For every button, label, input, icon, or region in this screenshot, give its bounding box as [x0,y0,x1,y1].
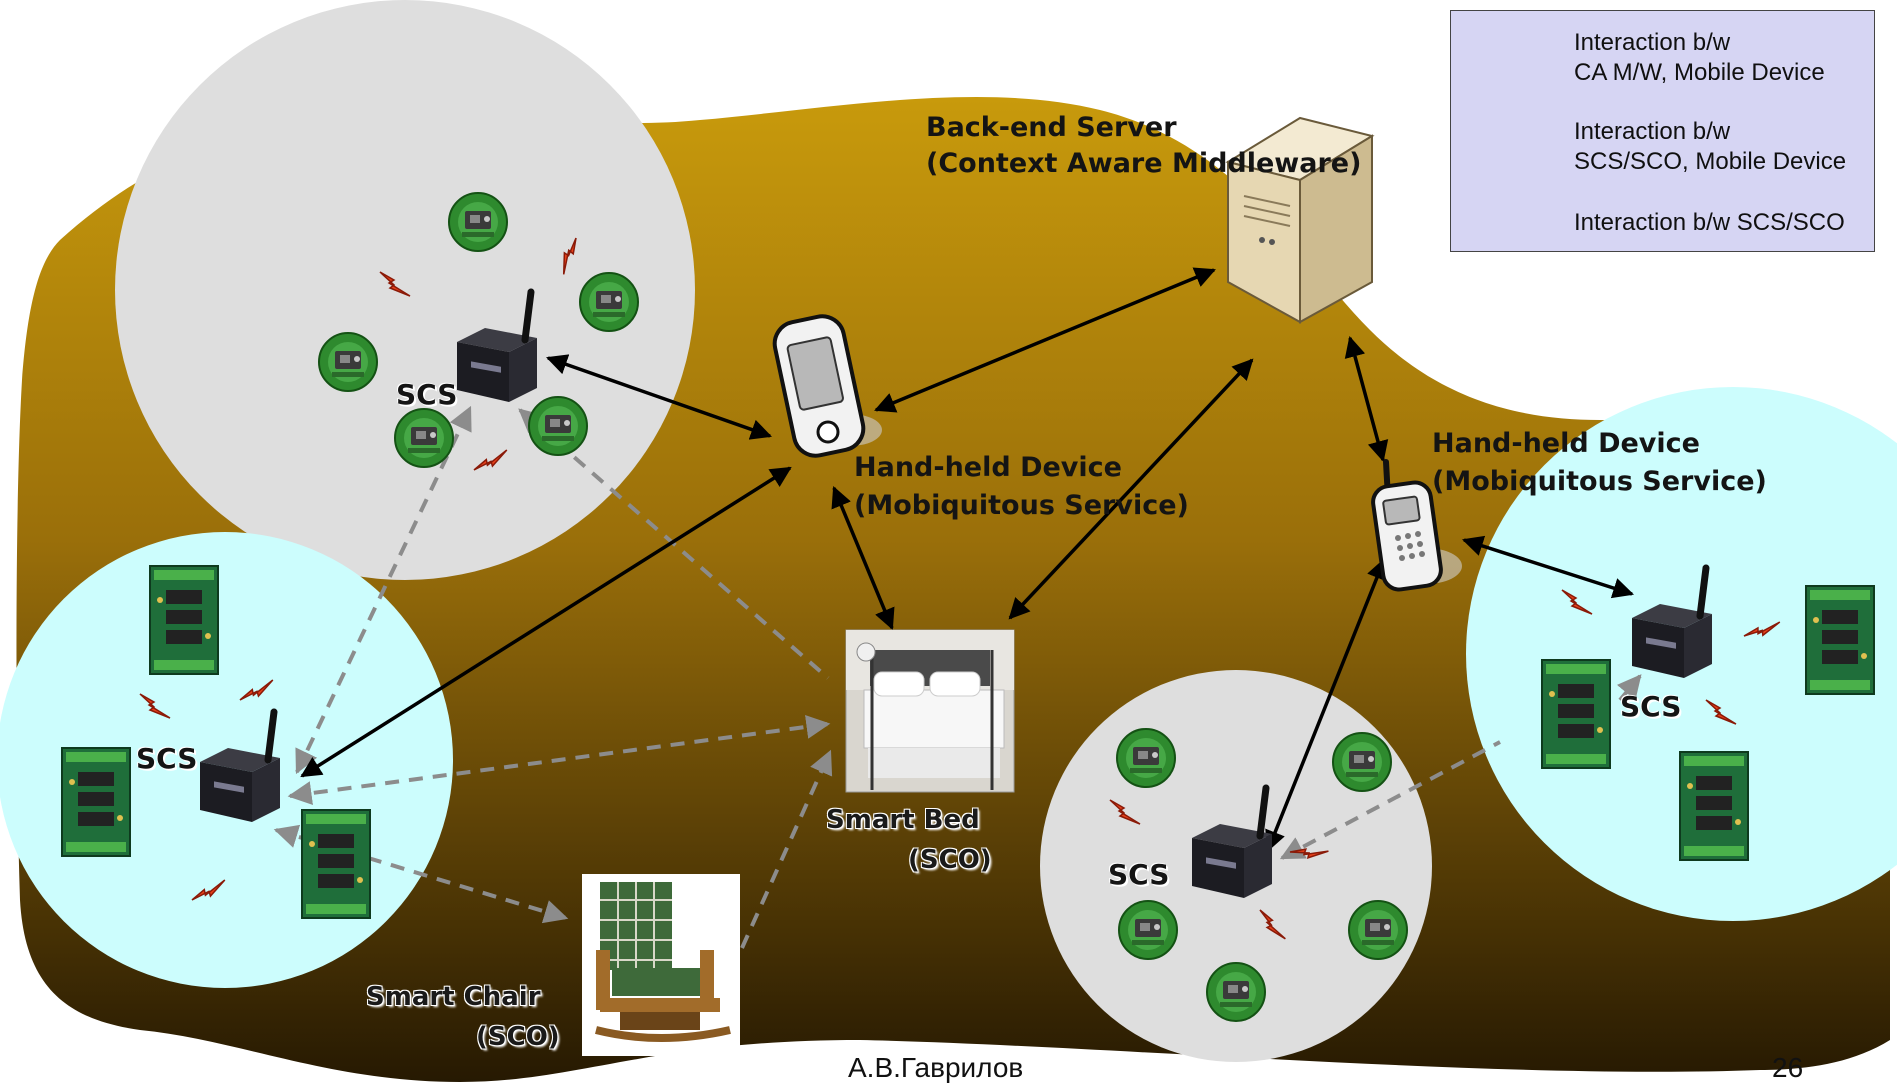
solid-arrows [300,267,1634,852]
sensor-node-icon [579,272,639,332]
chair-image [582,874,740,1056]
sensor-node-icon [394,408,454,468]
sensor-board-icon [1805,585,1875,695]
legend-item1-line2: CA M/W, Mobile Device [1574,59,1825,86]
pda-icon [772,314,882,458]
sensor-board-icon [61,747,131,857]
handheld-left-sublabel: (Mobiquitous Service) [854,490,1189,521]
sensor-node-icon [1206,962,1266,1022]
footer-page-number: 26 [1772,1052,1804,1083]
bed-image [845,629,1015,793]
mobile-phone-icon [1371,459,1462,592]
legend-item1-line1: Interaction b/w [1574,29,1731,56]
sensor-node-icon [1332,732,1392,792]
sensor-board-icon [1541,659,1611,769]
sensor-board-icon [301,809,371,919]
sensor-node-icon [1348,900,1408,960]
legend-item2-line2: SCS/SCO, Mobile Device [1574,148,1847,175]
smart-chair-label: Smart Chair [366,982,541,1012]
footer-author: А.В.Гаврилов [848,1052,1024,1083]
sensor-node-icon [1116,728,1176,788]
scs-label-right: SCS [1620,690,1682,723]
sensor-node-icon [318,332,378,392]
backend-server-sublabel: (Context Aware Middleware) [926,148,1362,179]
smart-bed-sublabel: (SCO) [908,845,992,875]
sensor-board-icon [149,565,219,675]
scs-label-bottom-right: SCS [1108,858,1170,891]
legend-item3: Interaction b/w SCS/SCO [1574,209,1845,236]
handheld-right-sublabel: (Mobiquitous Service) [1432,466,1767,497]
scs-label-top-left: SCS [396,378,458,411]
legend: Interaction b/w CA M/W, Mobile Device In… [1450,10,1875,252]
sensor-node-icon [528,396,588,456]
sensor-board-icon [1679,751,1749,861]
smart-bed-label: Smart Bed [826,805,980,835]
scs-label-bottom-left: SCS [136,742,198,775]
backend-server-label: Back-end Server [926,112,1177,143]
server-icon [1225,116,1375,324]
smart-chair-sublabel: (SCO) [476,1022,560,1052]
handheld-left-label: Hand-held Device [854,452,1122,483]
sensor-node-icon [1118,900,1178,960]
sensor-node-icon [448,192,508,252]
legend-item2-line1: Interaction b/w [1574,118,1731,145]
handheld-right-label: Hand-held Device [1432,428,1700,459]
